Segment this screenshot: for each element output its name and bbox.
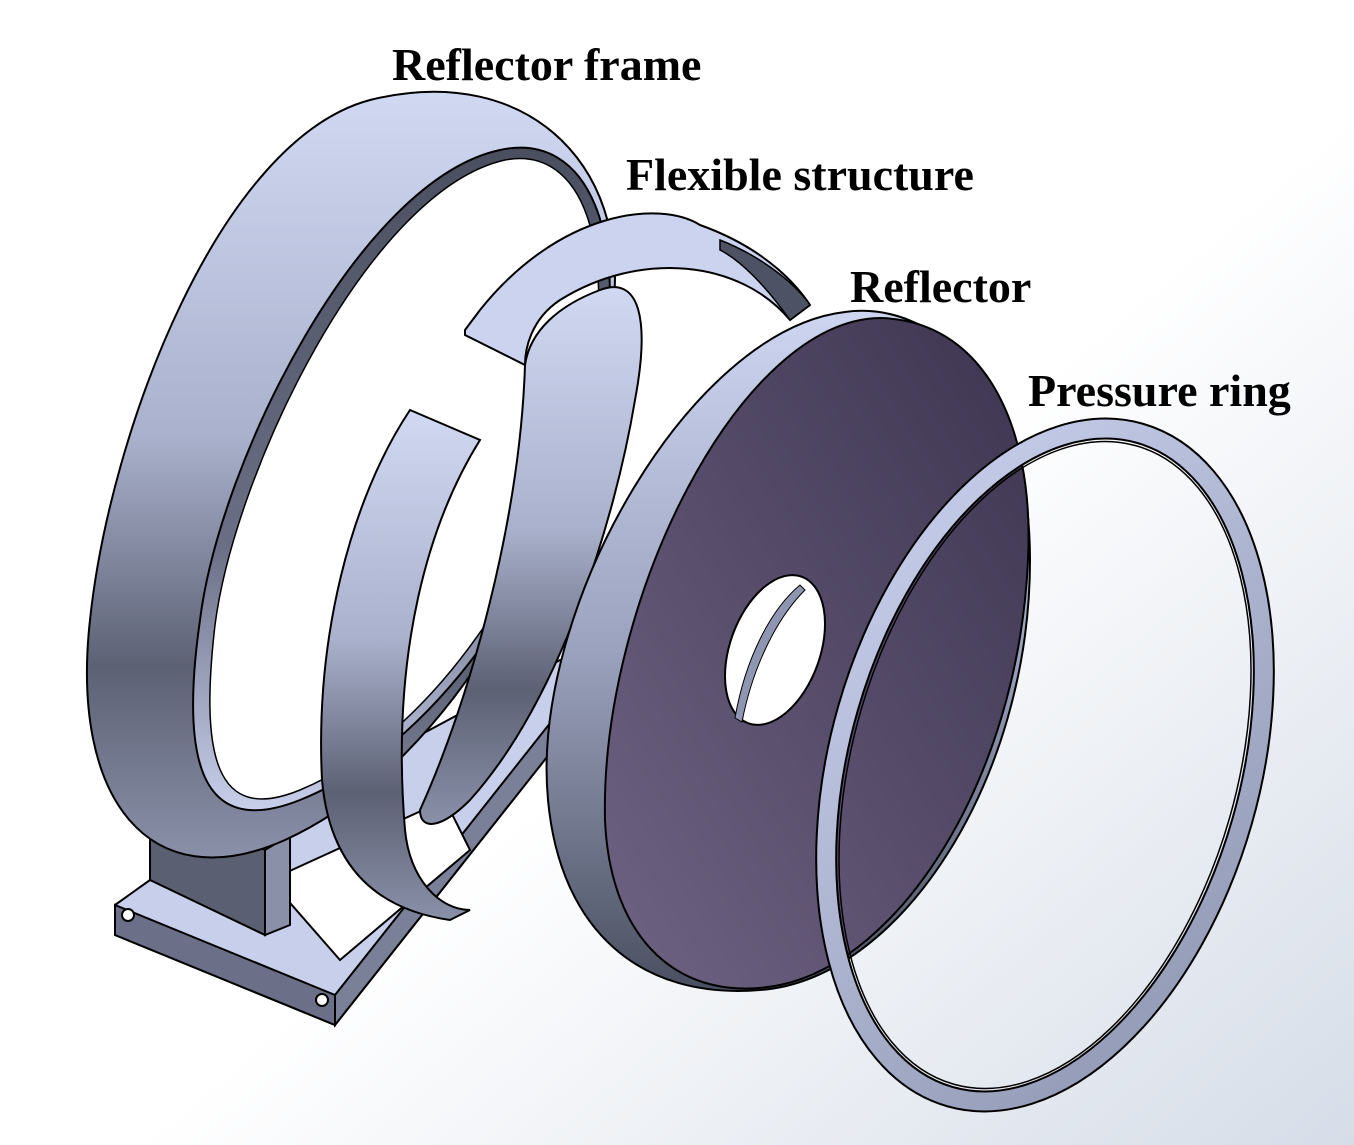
reflector-label: Reflector — [850, 261, 1032, 312]
reflector — [545, 309, 1032, 992]
flexible-structure — [320, 212, 812, 922]
pressure-ring-label: Pressure ring — [1028, 365, 1291, 416]
reflector-frame-label: Reflector frame — [392, 39, 702, 90]
flexible-structure-label: Flexible structure — [626, 149, 974, 200]
pressure-ring — [815, 417, 1275, 1113]
